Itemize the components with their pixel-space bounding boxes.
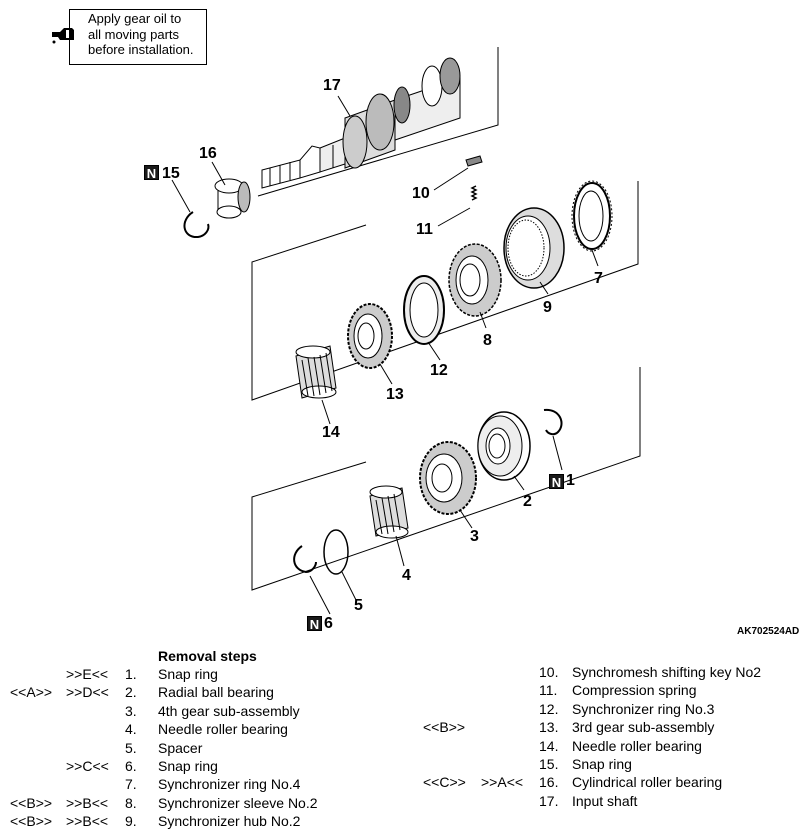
callout-4: 4 — [402, 567, 411, 584]
lower-bracket — [251, 367, 641, 591]
removal-steps-title: Removal steps — [158, 648, 257, 664]
note-line: before installation. — [88, 42, 194, 57]
callout-10: 10 — [412, 185, 430, 202]
callout-14: 14 — [322, 424, 340, 441]
middle-bracket — [251, 181, 639, 401]
callout-15: 15 — [162, 165, 180, 182]
leader-4 — [395, 535, 405, 567]
callout-8: 8 — [483, 332, 492, 349]
leader-11 — [437, 207, 471, 227]
key-10 — [465, 155, 483, 167]
leader-15 — [171, 179, 191, 213]
gear-oil-note-box — [69, 9, 207, 65]
leader-3 — [459, 509, 473, 529]
leader-8 — [479, 311, 487, 329]
callout-16: 16 — [199, 145, 217, 162]
snap-ring-15 — [183, 211, 210, 239]
ball-bearing-2 — [477, 411, 531, 481]
leader-10 — [433, 167, 469, 191]
gear-13 — [347, 303, 393, 369]
needle-bearing-4 — [369, 485, 409, 539]
leader-5 — [341, 571, 357, 601]
spacer-16 — [214, 178, 251, 219]
callout-3: 3 — [470, 528, 479, 545]
callout-6: 6 — [324, 615, 333, 632]
leader-17 — [337, 95, 351, 117]
note-line: all moving parts — [88, 26, 180, 42]
upper-bracket — [257, 47, 499, 197]
callout-13: 13 — [386, 386, 404, 403]
leader-6 — [309, 575, 331, 615]
leader-12 — [427, 341, 441, 361]
leader-7 — [591, 249, 599, 267]
figure-code: AK702524AD — [737, 626, 800, 637]
input-shaft-17 — [261, 57, 461, 189]
callout-1: 1 — [566, 472, 575, 489]
note-line: Apply gear oil to — [88, 11, 182, 26]
callout-5: 5 — [354, 597, 363, 614]
callout-17: 17 — [323, 77, 341, 94]
needle-bearing-14 — [295, 345, 337, 399]
sync-ring-12 — [403, 275, 445, 345]
leader-14 — [321, 399, 331, 425]
callout-11: 11 — [416, 221, 433, 238]
callout-12: 12 — [430, 362, 448, 379]
callout-2: 2 — [523, 493, 532, 510]
leader-1 — [552, 435, 563, 471]
new-part-badge-1: N — [549, 474, 564, 490]
leader-16 — [211, 161, 226, 186]
sleeve-9 — [503, 207, 565, 289]
new-part-badge-6: N — [307, 616, 322, 632]
leader-2 — [513, 475, 525, 491]
leader-9 — [539, 281, 549, 295]
gear-oil-note: Apply gear oil to all moving parts befor… — [88, 11, 208, 58]
gear-3 — [419, 441, 477, 515]
hub-8 — [448, 243, 502, 317]
sync-ring-7 — [571, 180, 613, 252]
callout-7: 7 — [594, 270, 603, 287]
spacer-ring-5 — [323, 529, 349, 575]
leader-13 — [379, 363, 393, 385]
snap-ring-6 — [293, 545, 317, 574]
callout-9: 9 — [543, 299, 552, 316]
new-part-badge-15: N — [144, 165, 159, 181]
snap-ring-1 — [543, 408, 563, 436]
spring-11 — [470, 185, 478, 201]
